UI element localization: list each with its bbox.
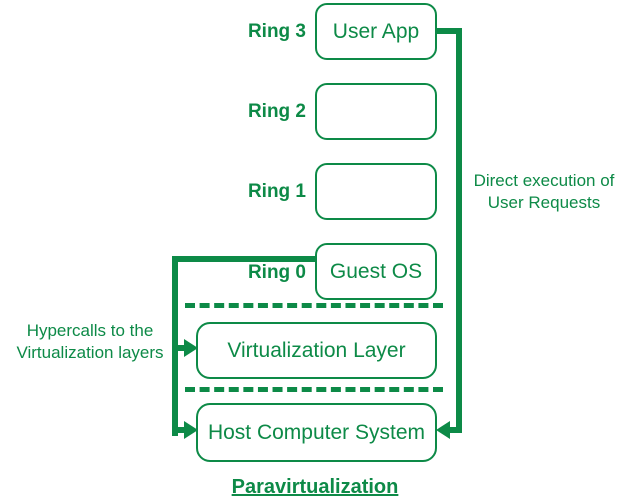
annotation-direct-execution: Direct execution of User Requests bbox=[473, 171, 615, 212]
dashed-separator-upper bbox=[185, 303, 443, 308]
ring-box-guest-os[interactable]: Guest OS bbox=[315, 243, 437, 300]
connector-left-to-virtualization bbox=[172, 345, 186, 351]
annotation-hypercalls: Hypercalls to the Virtualization layers bbox=[16, 321, 164, 362]
connector-left-to-host bbox=[172, 427, 186, 433]
dashed-separator-lower bbox=[185, 387, 443, 392]
ring-label-ring-2: Ring 2 bbox=[247, 101, 306, 122]
ring-box-ring-1[interactable] bbox=[315, 163, 437, 220]
ring-label-ring-0: Ring 0 bbox=[247, 262, 306, 283]
box-host-computer-system[interactable]: Host Computer System bbox=[196, 403, 437, 462]
arrowhead-left-into-virtualization bbox=[184, 339, 198, 357]
ring-label-ring-3: Ring 3 bbox=[247, 21, 306, 42]
connector-right-vertical bbox=[456, 28, 462, 433]
connector-ring0-to-left bbox=[172, 256, 318, 262]
diagram-caption: Paravirtualization bbox=[231, 476, 399, 498]
connector-user-app-to-right bbox=[433, 28, 462, 34]
ring-box-user-app[interactable]: User App bbox=[315, 3, 437, 60]
arrowhead-right-into-host bbox=[436, 421, 450, 439]
box-virtualization-layer[interactable]: Virtualization Layer bbox=[196, 322, 437, 379]
arrowhead-left-into-host bbox=[184, 421, 198, 439]
ring-box-ring-2[interactable] bbox=[315, 83, 437, 140]
connector-right-to-host bbox=[450, 427, 462, 433]
ring-label-ring-1: Ring 1 bbox=[247, 181, 306, 202]
